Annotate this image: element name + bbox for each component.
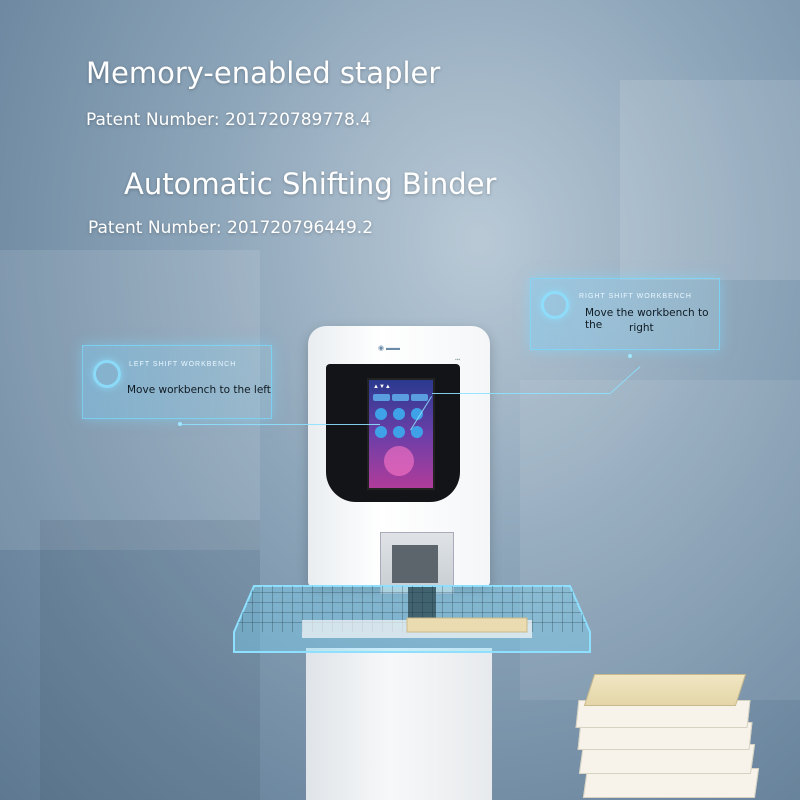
- screen-graphic-icon: [384, 446, 414, 476]
- document-top: [583, 674, 747, 706]
- connector-line: [432, 393, 610, 394]
- callout-left-shift: LEFT SHIFT WORKBENCH Move workbench to t…: [82, 345, 272, 419]
- bg-block: [620, 80, 800, 280]
- callout-right-shift: RIGHT SHIFT WORKBENCH Move the workbench…: [530, 278, 720, 350]
- brand-logo-icon: ◉ ▬▬: [378, 345, 401, 352]
- screen-button-icon[interactable]: [411, 394, 428, 401]
- ring-icon: [93, 360, 121, 388]
- machine-base: [306, 648, 492, 800]
- binding-mechanism: [392, 545, 438, 583]
- heading-shifting-binder: Automatic Shifting Binder: [124, 167, 497, 201]
- screen-button-icon[interactable]: [373, 394, 390, 401]
- bg-block: [0, 250, 260, 550]
- screen-logo-icon: ▲▼▲: [373, 384, 391, 390]
- model-label-icon: ▪▪▪: [455, 357, 461, 363]
- connector-line: [180, 424, 380, 425]
- bg-block: [520, 380, 800, 700]
- callout-right-text-2: right: [629, 322, 654, 334]
- callout-left-text: Move workbench to the left: [127, 384, 271, 396]
- screen-button-icon[interactable]: [392, 394, 409, 401]
- workbench-grid: [233, 585, 591, 653]
- touchscreen[interactable]: ▲▼▲: [367, 378, 435, 490]
- connector-dot: [178, 422, 182, 426]
- bg-block: [40, 520, 260, 800]
- ring-icon: [541, 291, 569, 319]
- screen-circle-icon[interactable]: [375, 426, 387, 438]
- callout-left-caption: LEFT SHIFT WORKBENCH: [129, 361, 237, 368]
- screen-circle-icon[interactable]: [411, 426, 423, 438]
- callout-right-caption: RIGHT SHIFT WORKBENCH: [579, 293, 692, 300]
- screen-circle-icon[interactable]: [393, 426, 405, 438]
- heading-memory-stapler: Memory-enabled stapler: [86, 56, 441, 90]
- bound-documents-stack: [575, 672, 765, 800]
- screen-circle-icon[interactable]: [411, 408, 423, 420]
- screen-circle-icon[interactable]: [393, 408, 405, 420]
- screen-circle-icon[interactable]: [375, 408, 387, 420]
- connector-dot: [628, 354, 632, 358]
- patent-number-1: Patent Number: 201720789778.4: [86, 110, 372, 130]
- callout-right-text-1: Move the workbench to the: [585, 307, 709, 331]
- patent-number-2: Patent Number: 201720796449.2: [88, 218, 374, 238]
